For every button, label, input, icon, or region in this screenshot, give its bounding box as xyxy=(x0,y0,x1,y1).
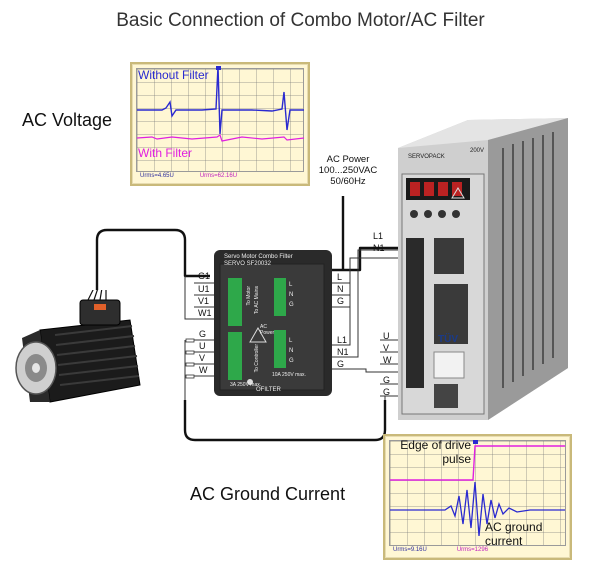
diagram-title: Basic Connection of Combo Motor/AC Filte… xyxy=(116,10,485,31)
servo-motor xyxy=(15,290,141,403)
voltage-scope: Without Filter With Filter Urms=4.65U Ur… xyxy=(130,62,310,186)
current-readout-left: Urms=9.16U xyxy=(393,547,427,553)
current-scope-traces xyxy=(390,440,565,537)
wire-label-l: L xyxy=(337,272,343,282)
wire-label-w-drive: W xyxy=(383,355,392,365)
ac-power-line3: 50/60Hz xyxy=(330,176,366,187)
drive-tuv-logo: TÜV xyxy=(438,334,458,345)
drive-model: 200V xyxy=(470,148,485,154)
combo-filter: Servo Motor Combo Filter SERVO SF20032 T… xyxy=(210,250,332,396)
ground-current-line1: AC ground xyxy=(485,520,543,534)
wire-label-g: G xyxy=(199,329,207,339)
filter-header-1: Servo Motor Combo Filter xyxy=(224,254,293,260)
wire-label-u: U xyxy=(199,341,206,351)
edge-pulse-label: Edge of drive pulse xyxy=(391,438,471,466)
filter-rating-right: 10A 250V max. xyxy=(272,372,306,378)
wire-label-l1-out: L1 xyxy=(337,335,348,345)
motor-cable-bottom xyxy=(183,400,387,442)
wire-label-g-out: G xyxy=(337,359,345,369)
filter-acp-terminals: L N G xyxy=(289,336,294,366)
wire-label-g-drive1: G xyxy=(383,375,391,385)
wire-label-g1: G1 xyxy=(198,271,211,281)
current-scope: Edge of drive pulse AC ground current Ur… xyxy=(383,434,572,560)
ground-current-trace xyxy=(390,481,565,537)
voltage-readout-right: Urms=62.16U xyxy=(199,173,238,179)
mains-lines xyxy=(330,246,400,272)
wire-label-v: V xyxy=(199,353,206,363)
wire-label-v1: V1 xyxy=(198,296,210,306)
filter-term-l: L xyxy=(289,282,293,288)
ac-ground-current-label: AC Ground Current xyxy=(190,484,346,504)
drive-body xyxy=(398,118,568,420)
wire-label-n1-mains: N1 xyxy=(373,243,385,253)
without-filter-label: Without Filter xyxy=(138,68,209,82)
without-filter-trace xyxy=(137,65,304,135)
voltage-scope-traces xyxy=(136,65,305,142)
wire-label-w1: W1 xyxy=(198,308,212,318)
wire-label-v-drive: V xyxy=(383,343,390,353)
motor-cable-top xyxy=(95,228,210,290)
filter-to-controller: To Controller xyxy=(254,344,260,373)
filter-term-n: N xyxy=(289,292,294,298)
current-trigger-marker xyxy=(473,440,478,444)
wire-label-g-drive2: G xyxy=(383,387,391,397)
current-scope-grid xyxy=(389,440,566,546)
wire-label-n1-out: N1 xyxy=(337,347,349,357)
wire-label-n: N xyxy=(337,284,344,294)
filter-to-motor: To Motor xyxy=(246,286,252,306)
with-filter-label: With Filter xyxy=(138,146,192,160)
filter-rating-left: 3A 250V max. xyxy=(230,382,262,388)
current-scope-readouts: Urms=9.16U Urms=1296 xyxy=(389,547,566,557)
current-readout-right: Urms=1296 xyxy=(456,547,489,553)
filter-body xyxy=(214,250,332,396)
ac-voltage-label: AC Voltage xyxy=(22,110,113,130)
voltage-readout-left: Urms=4.65U xyxy=(140,173,174,179)
drive-pulse-trace xyxy=(390,445,565,481)
edge-pulse-line2: pulse xyxy=(442,452,471,466)
servo-drive: SERVOPACK 200V TÜV xyxy=(388,108,578,424)
filter-header-2: SERVO SF20032 xyxy=(224,261,271,267)
wire-label-g-ac: G xyxy=(337,296,345,306)
filter-to-ac-mains: To AC Mains xyxy=(254,286,260,315)
edge-pulse-line1: Edge of drive xyxy=(400,438,471,452)
filter-brand: OFILTER xyxy=(256,387,281,393)
wire-label-l1-mains: L1 xyxy=(373,231,384,241)
filter-ac-terminals: L N G xyxy=(289,280,294,310)
filter-ac-power: AC Power xyxy=(260,324,275,336)
ground-current-label: AC ground current xyxy=(485,520,542,548)
voltage-trigger-marker xyxy=(216,66,221,70)
drive-brand: SERVOPACK xyxy=(408,154,445,160)
with-filter-trace xyxy=(136,134,305,142)
filter-term-g2: G xyxy=(289,358,294,364)
wire-label-u1: U1 xyxy=(198,284,210,294)
ground-current-line2: current xyxy=(485,534,523,548)
filter-term-l2: L xyxy=(289,338,293,344)
filter-term-n2: N xyxy=(289,348,294,354)
filter-term-g: G xyxy=(289,302,294,308)
wire-label-u-drive: U xyxy=(383,331,390,341)
ac-power-line1: AC Power xyxy=(326,154,370,165)
voltage-scope-readouts: Urms=4.65U Urms=62.16U xyxy=(136,173,304,183)
wire-label-w: W xyxy=(199,365,208,375)
ac-power-line2: 100...250VAC xyxy=(318,165,378,176)
ac-power-note: AC Power 100...250VAC 50/60Hz xyxy=(318,154,378,187)
filter-header: Servo Motor Combo Filter SERVO SF20032 xyxy=(224,254,293,268)
